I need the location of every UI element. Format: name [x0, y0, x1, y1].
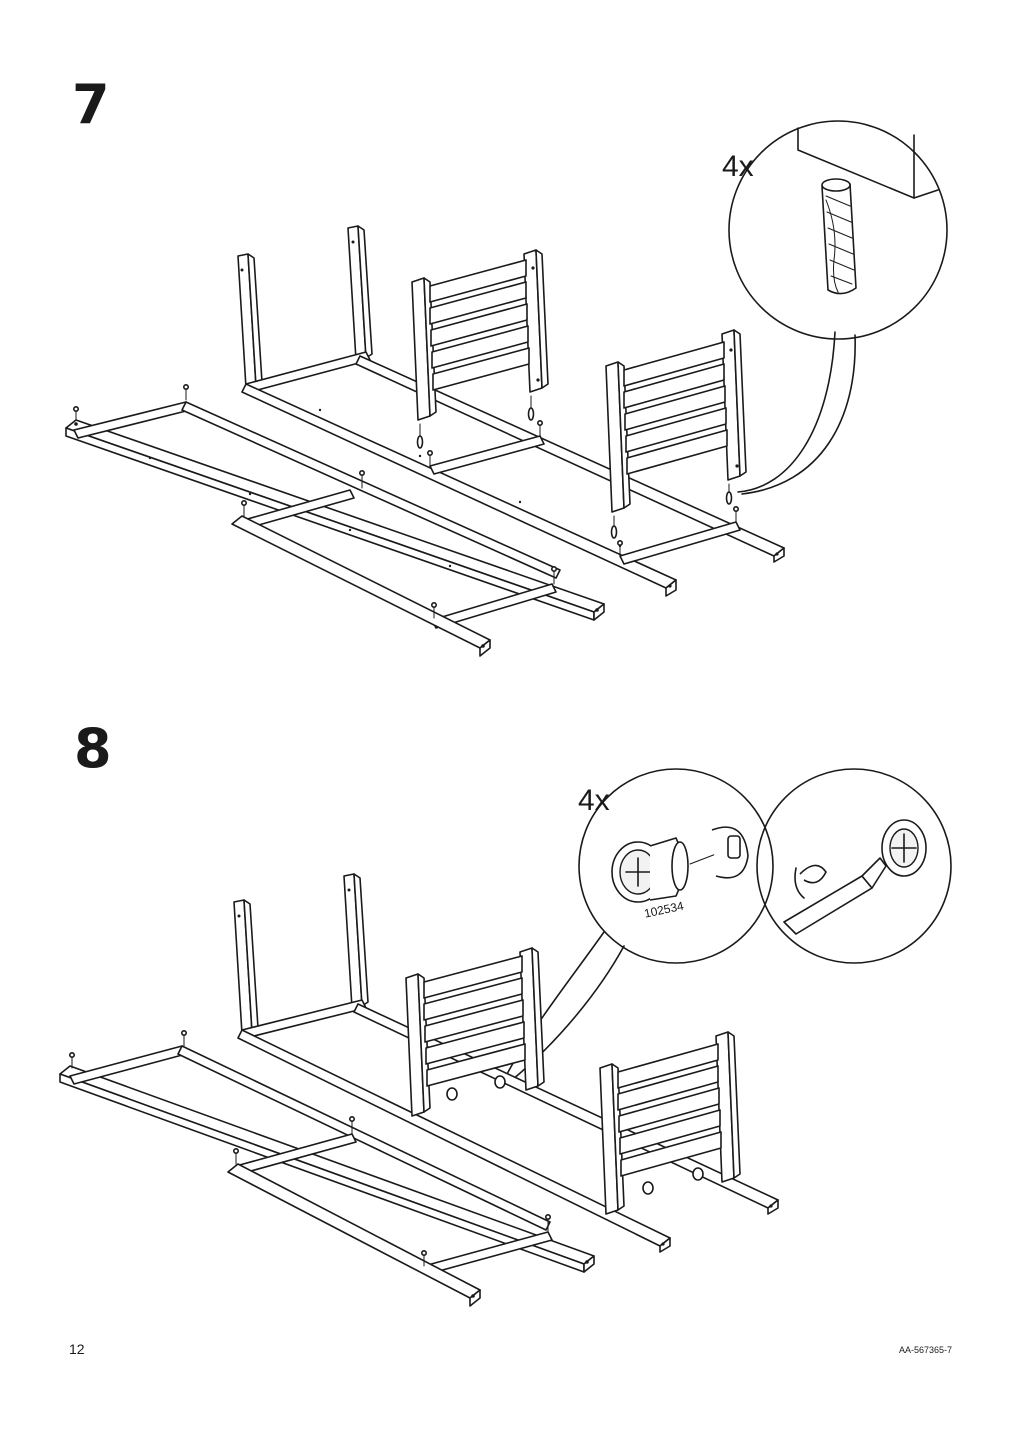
cam-lock-detail-callout — [505, 768, 774, 1081]
cam-lock-icon — [611, 826, 749, 903]
end-panel-2 — [605, 329, 747, 539]
page-number: 12 — [69, 1341, 85, 1357]
base-frame-left — [65, 383, 605, 657]
screwdriver-icon — [783, 857, 887, 935]
end-panel-2-8 — [599, 1031, 741, 1215]
base-frame-right — [237, 225, 785, 597]
cam-lock-part-number: 102534 — [642, 898, 685, 921]
screwdriver-detail-callout — [756, 768, 952, 964]
end-panel-1-8 — [405, 947, 545, 1117]
document-id: AA-567365-7 — [899, 1345, 953, 1355]
dowel-detail-callout — [728, 120, 948, 495]
cam-lock-head-icon — [881, 819, 927, 877]
end-panel-1 — [411, 249, 549, 449]
base-frame-right-8 — [233, 873, 779, 1253]
step8-quantity: 4x — [578, 784, 610, 817]
step7-illustration — [65, 120, 948, 657]
base-frame-left-8 — [59, 1030, 595, 1307]
step-number-7: 7 — [72, 73, 110, 136]
step7-quantity: 4x — [722, 150, 754, 183]
dowel-icon — [821, 178, 857, 295]
step-number-8: 8 — [74, 717, 112, 780]
